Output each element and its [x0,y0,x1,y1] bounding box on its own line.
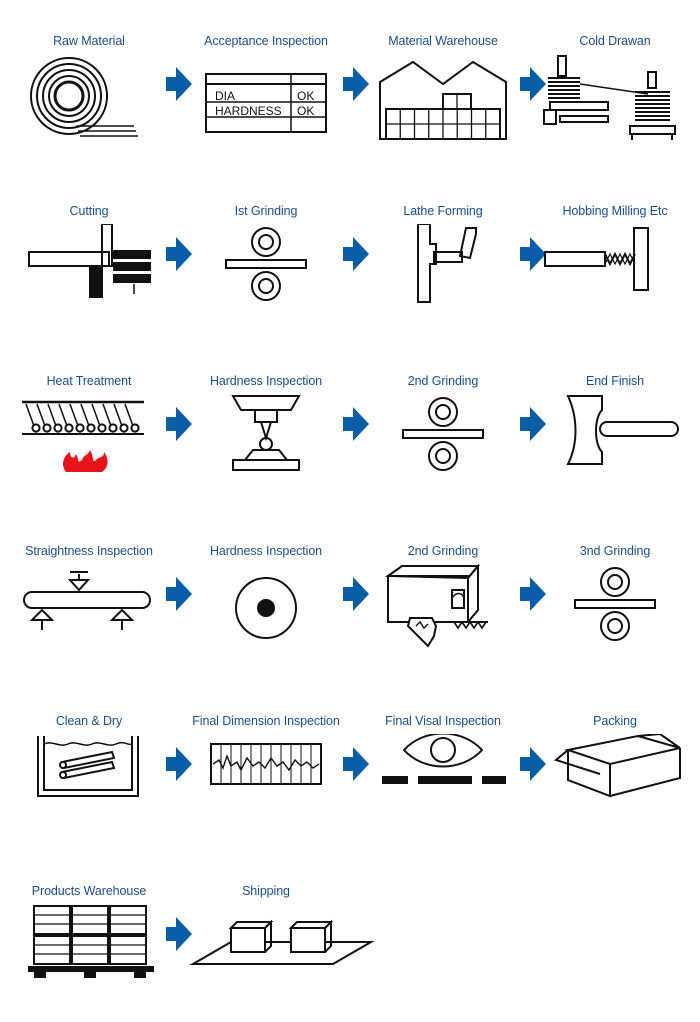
flow-arrow-icon [166,917,192,951]
cross-section-icon [181,564,351,650]
grinding-rollers-icon [358,394,528,480]
process-step: Acceptance Inspection DIA OK HARDNESS OK [181,10,351,140]
step-label: Hardness Inspection [209,544,323,558]
process-step: Lathe Forming [358,180,528,310]
process-step: Ist Grinding [181,180,351,310]
straightness-icon [4,564,174,650]
shipping-boxes-icon [181,904,381,990]
eye-icon [358,734,528,820]
inspection-table-icon: DIA OK HARDNESS OK [181,54,351,140]
step-label: Straightness Inspection [25,544,153,558]
flow-arrow-icon [343,237,369,271]
flow-arrow-icon [166,237,192,271]
process-step: 3nd Grinding [530,520,700,650]
process-step: Hobbing Milling Etc [530,180,700,310]
process-step: Products Warehouse [4,860,174,990]
flow-arrow-icon [343,747,369,781]
svg-text:DIA: DIA [215,89,235,103]
process-step: Shipping [181,860,375,990]
process-step: Final Visal Inspection [358,690,528,820]
process-step: Final Dimension Inspection [181,690,351,820]
hardness-tester-icon [181,394,351,480]
step-label: 2nd Grinding [407,374,479,388]
step-label: Cutting [69,204,109,218]
flow-arrow-icon [166,67,192,101]
step-label: Products Warehouse [31,884,147,898]
svg-text:OK: OK [297,89,314,103]
step-label: 2nd Grinding [407,544,479,558]
flow-arrow-icon [343,407,369,441]
process-step: Raw Material [4,10,174,140]
wire-coil-icon [4,54,174,140]
grinding-rollers-icon [181,224,351,310]
hobbing-icon [530,224,700,310]
svg-text:OK: OK [297,104,314,118]
step-label: Clean & Dry [55,714,123,728]
flow-arrow-icon [166,407,192,441]
eddy-current-tester-icon [358,564,528,650]
process-step: Clean & Dry [4,690,174,820]
process-step: Packing [530,690,700,820]
step-label: Acceptance Inspection [204,34,328,48]
lathe-icon [358,224,528,310]
process-step: Hardness Inspection [181,350,351,480]
step-label: Shipping [242,884,290,898]
step-label: Ist Grinding [234,204,298,218]
process-step: End Finish [530,350,700,480]
cutting-icon [4,224,174,310]
step-label: Lathe Forming [403,204,483,218]
step-label: Cold Drawan [579,34,651,48]
flow-arrow-icon [520,237,546,271]
flow-arrow-icon [520,747,546,781]
process-step: Cold Drawan [530,10,700,140]
step-label: Material Warehouse [388,34,498,48]
cold-drawing-icon [530,54,700,140]
step-label: Heat Treatment [46,374,132,388]
step-label: Final Dimension Inspection [192,714,340,728]
step-label: End Finish [585,374,645,388]
process-step: Material Warehouse [358,10,528,140]
flow-arrow-icon [166,577,192,611]
svg-text:HARDNESS: HARDNESS [215,104,282,118]
grinding-rollers-icon [530,564,700,650]
packing-box-icon [530,734,700,820]
flow-arrow-icon [520,407,546,441]
flow-arrow-icon [343,67,369,101]
flow-arrow-icon [166,747,192,781]
process-step: 2nd Grinding [358,520,528,650]
dimension-chart-icon [181,734,351,820]
process-step: Heat Treatment [4,350,174,480]
step-label: Final Visal Inspection [385,714,501,728]
end-finish-icon [530,394,700,480]
process-step: Cutting [4,180,174,310]
step-label: Raw Material [53,34,125,48]
warehouse-icon [358,54,528,140]
step-label: Hardness Inspection [209,374,323,388]
flow-arrow-icon [520,577,546,611]
heat-treatment-icon [4,394,174,480]
process-step: Straightness Inspection [4,520,174,650]
cleaning-tank-icon [4,734,174,820]
step-label: Hobbing Milling Etc [562,204,668,218]
flow-arrow-icon [343,577,369,611]
flow-arrow-icon [520,67,546,101]
process-step: 2nd Grinding [358,350,528,480]
process-step: Hardness Inspection [181,520,351,650]
step-label: 3nd Grinding [579,544,651,558]
pallet-stack-icon [4,904,174,990]
step-label: Packing [593,714,637,728]
